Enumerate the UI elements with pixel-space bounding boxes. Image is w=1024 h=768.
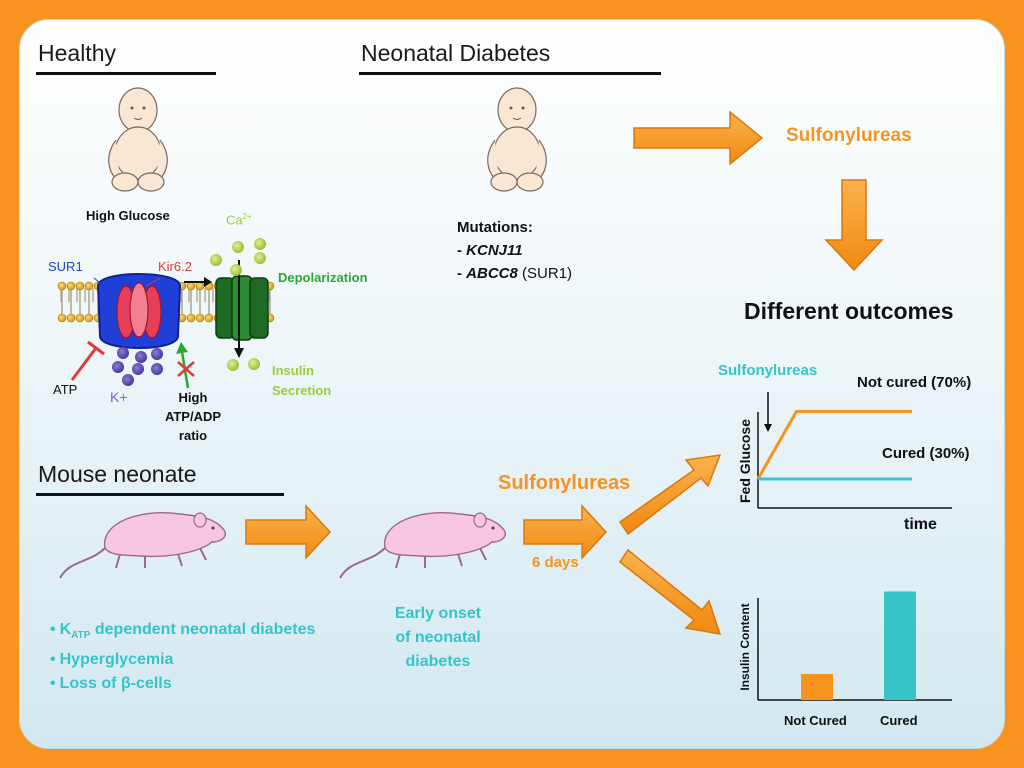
cured-tick-label: Cured [880,713,918,728]
fed-glucose-axis-label: Fed Glucose [737,418,753,504]
arrow-to-sulfonylureas-icon [633,110,764,166]
neonatal-diabetes-header: Neonatal Diabetes [361,40,551,66]
mutations-block: Mutations: - KCNJ11 - ABCC8 (SUR1) [457,216,572,285]
slide-panel: Healthy Neonatal Diabetes Mouse neonate [19,19,1005,749]
sulfonylureas-chart-label: Sulfonylureas [718,362,818,379]
fed-glucose-chart [756,392,952,509]
mouse-neonate-icon [59,512,226,579]
atp-inhibition-icon [70,340,105,381]
insulin-label: Insulin [272,363,314,378]
bullet-beta-cells: Loss of β-cells [50,672,315,696]
time-axis-label: time [904,516,937,533]
insulin-bar-not-cured [801,673,833,700]
calcium-ions-icon [210,238,266,371]
insulin-bar-cured [884,591,916,700]
bullet-katp-text: dependent neonatal diabetes [90,621,316,638]
healthy-header: Healthy [38,40,116,66]
kir-label: Kir6.2 [158,259,192,274]
calcium-channel [215,260,269,358]
healthy-baby-icon [108,87,168,192]
secretion-label: Secretion [272,383,332,398]
katp-channel [96,273,182,349]
diagram-canvas [57,87,952,701]
bullet-beta-cells-text: Loss of β-cells [59,675,172,693]
mutation-dash-2: - [457,265,467,282]
gene-abcc8: ABCC8 [466,265,518,282]
atp-label: ATP [53,382,78,397]
arrow-to-glucose-chart-icon [618,454,722,536]
neonatal-underline [359,72,661,75]
mutations-title: Mutations: [457,219,533,236]
healthy-underline [36,72,216,75]
early-onset-line-3: diabetes [405,653,471,670]
calcium-charge: 2+ [242,212,252,221]
early-onset-mouse-icon [339,512,506,579]
sur1-pointer [93,277,107,289]
early-onset-line-1: Early onset [394,605,482,622]
not-cured-tick-label: Not Cured [784,713,847,728]
kir-pointer [145,277,161,287]
glucose-series-line-not-cured [756,409,912,480]
mouse-neonate-header: Mouse neonate [38,461,197,487]
bullet-hyperglycemia-text: Hyperglycemia [59,651,174,669]
sur1-label: SUR1 [48,259,83,274]
mutation-abcc8: - ABCC8 (SUR1) [457,262,572,285]
high-glucose-label: High Glucose [86,208,170,223]
mouse-underline [36,493,284,496]
arrow-to-outcomes-icon [824,179,884,272]
ratio-line-3: ratio [178,428,208,443]
sulfonylureas-top-label: Sulfonylureas [786,125,912,146]
cured-series-label: Cured (30%) [882,445,970,462]
calcium-label-text: Ca [226,212,243,228]
arrow-mouse-to-mouse-icon [245,504,332,560]
neonatal-baby-icon [487,87,547,192]
not-cured-series-label: Not cured (70%) [857,374,972,391]
arrow-to-insulin-chart-icon [618,548,722,635]
six-days-label: 6 days [532,554,579,571]
calcium-label: Ca2+ [226,212,252,227]
blocked-efflux-arrow-icon [176,342,195,389]
bullet-katp-sub: ATP [71,630,91,642]
sulfonylureas-mouse-label: Sulfonylureas [498,472,631,494]
depolarization-arrow-icon [184,277,212,287]
atp-adp-ratio-label: High ATP/ADP ratio [160,388,226,445]
ratio-line-2: ATP/ADP [164,409,222,424]
bullet-katp-k: K [59,621,72,638]
mutation-dash-1: - [457,242,467,259]
potassium-ions-icon [112,347,163,386]
bullet-hyperglycemia: Hyperglycemia [50,648,315,672]
potassium-label: K+ [110,389,128,405]
insulin-content-axis-label: Insulin Content [738,603,752,691]
arrow-treatment-icon [523,504,608,560]
early-onset-line-2: of neonatal [395,629,481,646]
different-outcomes-label: Different outcomes [744,298,954,324]
mutation-kcnj11: - KCNJ11 [457,239,572,262]
early-onset-label: Early onset of neonatal diabetes [382,602,494,674]
mouse-phenotype-list: KATP dependent neonatal diabetes Hypergl… [50,618,316,696]
insulin-content-chart [757,591,952,701]
bullet-katp: KATP dependent neonatal diabetes [50,618,316,648]
gene-kcnj11: KCNJ11 [466,242,523,259]
depolarization-label: Depolarization [278,270,368,285]
ratio-line-1: High [178,390,208,405]
gene-abcc8-note: (SUR1) [517,265,573,282]
